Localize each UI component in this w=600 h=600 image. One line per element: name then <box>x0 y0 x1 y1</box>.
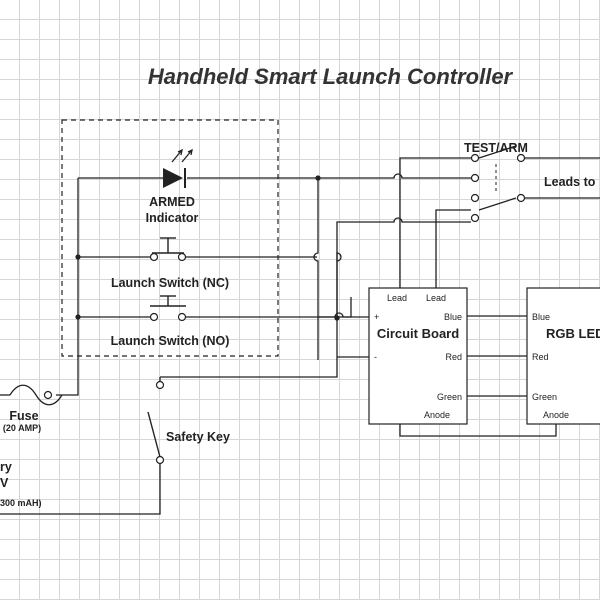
fuse-rating: (20 AMP) <box>3 423 41 433</box>
controller-enclosure <box>61 119 279 357</box>
plus-to-switch-wire <box>336 217 471 318</box>
junction-dot <box>334 315 340 321</box>
armed-indicator-sublabel: Indicator <box>146 211 199 225</box>
armed-row-right-wire <box>187 173 471 179</box>
rgb-led-red: Red <box>532 352 549 362</box>
junction-dot <box>75 254 81 260</box>
battery-return-wire <box>0 460 161 515</box>
junction-dot <box>75 314 81 320</box>
safety-key-symbol[interactable] <box>147 380 165 465</box>
rgb-led-blue: Blue <box>532 312 550 322</box>
battery-capacity: 300 mAH) <box>0 498 42 508</box>
wiring <box>0 145 600 515</box>
circuit-board-plus: + <box>374 312 379 322</box>
safety-return-wire <box>160 252 342 378</box>
launch-switch-nc-symbol[interactable] <box>149 237 187 262</box>
battery-voltage: V <box>0 476 9 490</box>
battery-name: ry <box>0 460 12 474</box>
no-row-right-wire <box>184 297 352 318</box>
armed-led-symbol <box>163 148 193 188</box>
armed-indicator-label: ARMED <box>149 195 195 209</box>
rgb-led-title: RGB LED <box>546 326 600 341</box>
circuit-board-green: Green <box>437 392 462 402</box>
anode-wire <box>399 424 557 437</box>
rgb-led <box>526 287 600 425</box>
circuit-board-lead-left: Lead <box>387 293 407 303</box>
test-arm-switch-symbol[interactable] <box>470 153 526 223</box>
rgb-led-anode: Anode <box>543 410 569 420</box>
circuit-board-minus: - <box>374 352 377 362</box>
fuse-label: Fuse <box>9 409 38 423</box>
launch-switch-nc-label: Launch Switch (NC) <box>111 276 229 290</box>
lead-right-wire <box>435 209 471 288</box>
safety-key-label: Safety Key <box>166 430 230 444</box>
leads-to-label: Leads to <box>544 175 596 189</box>
launch-switch-no-label: Launch Switch (NO) <box>111 334 230 348</box>
junction-dot <box>315 175 321 181</box>
circuit-board-blue: Blue <box>444 312 462 322</box>
circuit-board-red: Red <box>445 352 462 362</box>
diagram-title: Handheld Smart Launch Controller <box>148 64 514 89</box>
circuit-board-anode: Anode <box>424 410 450 420</box>
left-bus-wire <box>56 178 79 396</box>
lead-left-wire <box>399 157 471 288</box>
launch-switch-no-symbol[interactable] <box>149 295 187 322</box>
fuse-symbol <box>9 384 63 406</box>
switch-bottom-output-wire <box>478 197 600 211</box>
circuit-board-lead-right: Lead <box>426 293 446 303</box>
arm-drop-wire <box>313 178 319 317</box>
switch-top-output-wire <box>478 145 600 159</box>
circuit-board <box>368 287 468 425</box>
circuit-board-title: Circuit Board <box>377 326 459 341</box>
test-arm-label: TEST/ARM <box>464 141 528 155</box>
rgb-led-green: Green <box>532 392 557 402</box>
